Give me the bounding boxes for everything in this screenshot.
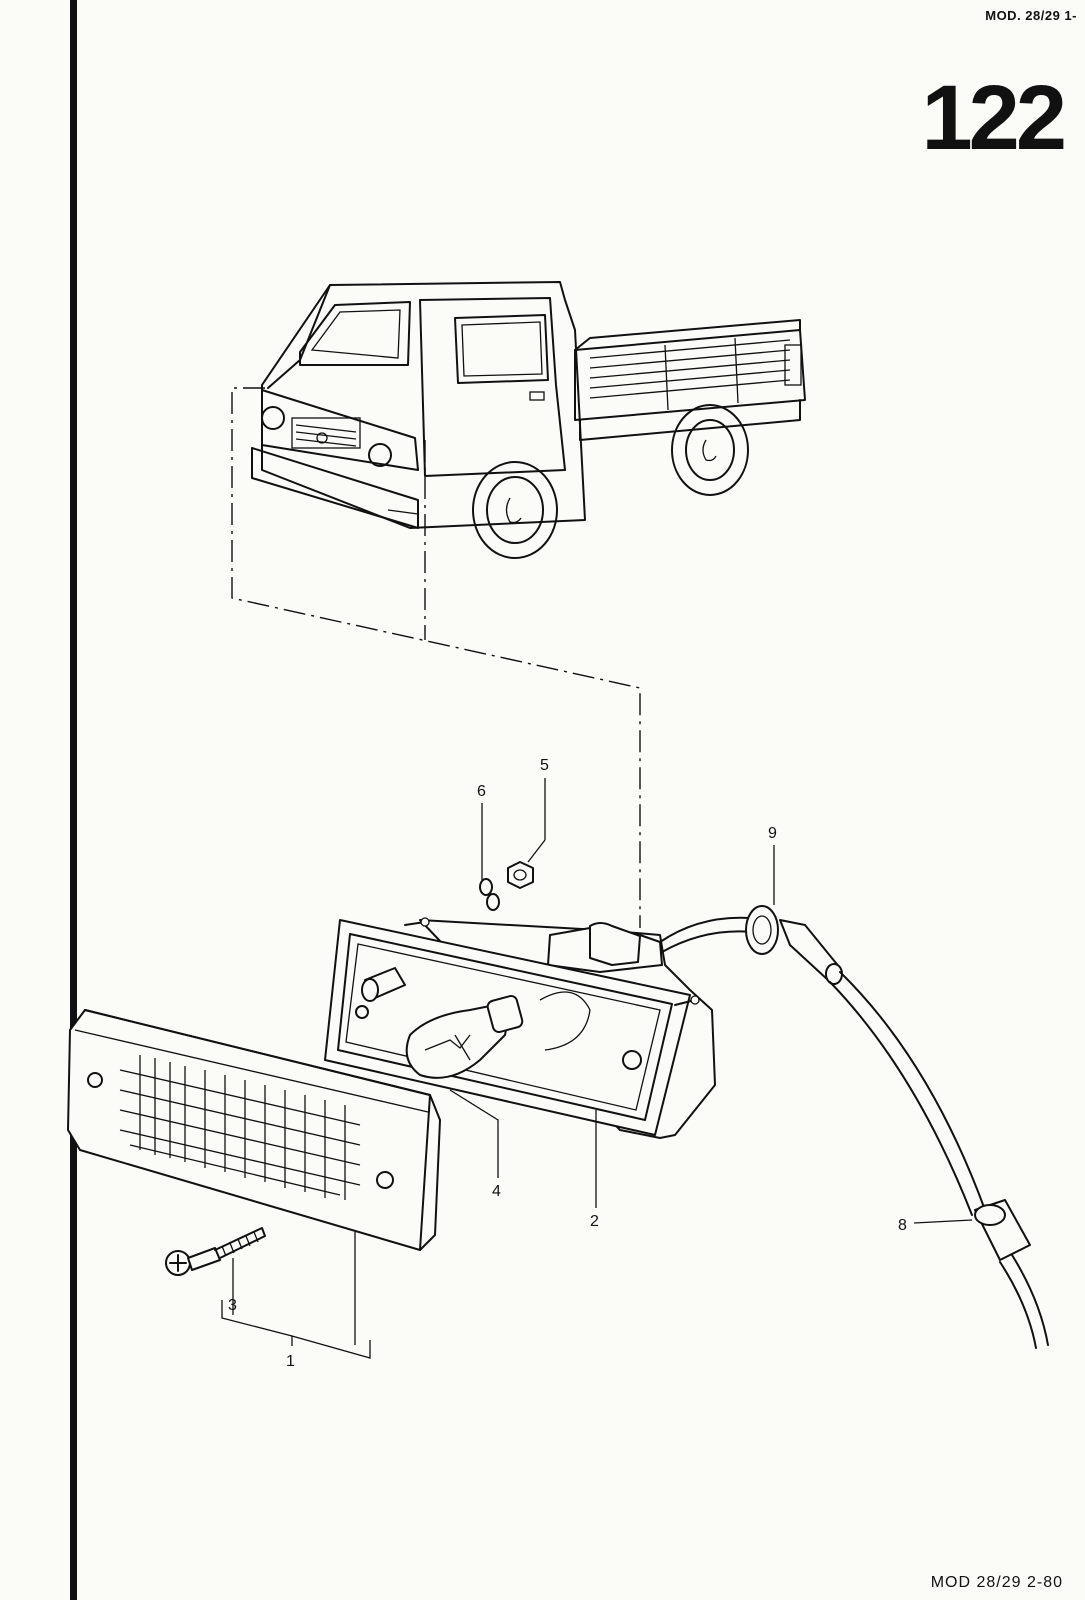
spring-washer [479, 878, 500, 911]
callout-3: 3 [228, 1297, 237, 1314]
callout-5: 5 [540, 757, 549, 774]
grommet-9 [745, 905, 779, 955]
lens [67, 1009, 441, 1251]
truck-illustration [251, 281, 806, 559]
callout-1: 1 [286, 1353, 295, 1370]
callout-4: 4 [492, 1183, 501, 1200]
callout-9: 9 [768, 825, 777, 842]
screw [165, 1227, 266, 1276]
bulb [405, 995, 524, 1079]
assembly-leader-line [231, 387, 641, 928]
footer-model-date: MOD 28/29 2-80 [930, 1574, 1063, 1591]
cable-harness [659, 905, 1049, 1349]
lamp-housing [324, 917, 716, 1139]
leader-lines [221, 778, 973, 1359]
nut [507, 861, 534, 889]
callout-6: 6 [477, 783, 486, 800]
callout-2: 2 [590, 1213, 599, 1230]
callout-8: 8 [898, 1217, 907, 1234]
binding-edge [70, 0, 77, 1600]
page-number: 122 [921, 67, 1067, 169]
header-model-code: MOD. 28/29 1- [985, 8, 1077, 23]
